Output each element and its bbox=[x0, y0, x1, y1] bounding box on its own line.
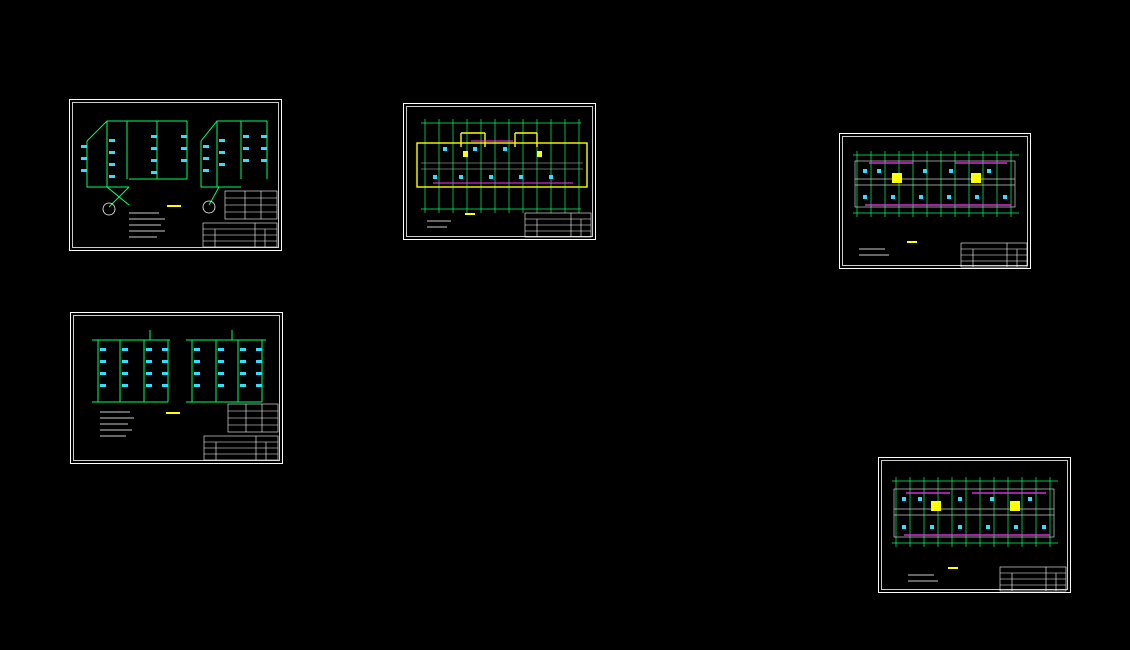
floor-plan-sheet-3-graphic bbox=[878, 457, 1071, 593]
drawing-sheet-floor-plan-2[interactable] bbox=[839, 133, 1031, 269]
drawing-sheet-floor-plan-1[interactable] bbox=[403, 103, 596, 240]
drawing-sheet-isometric-2[interactable] bbox=[70, 312, 283, 464]
drawing-sheet-isometric-1[interactable] bbox=[69, 99, 282, 251]
drawing-sheet-floor-plan-3[interactable] bbox=[878, 457, 1071, 593]
floor-plan-sheet-1-graphic bbox=[403, 103, 596, 240]
isometric-sheet-1-graphic bbox=[69, 99, 282, 251]
isometric-sheet-2-graphic bbox=[70, 312, 283, 464]
floor-plan-sheet-2-graphic bbox=[839, 133, 1031, 269]
